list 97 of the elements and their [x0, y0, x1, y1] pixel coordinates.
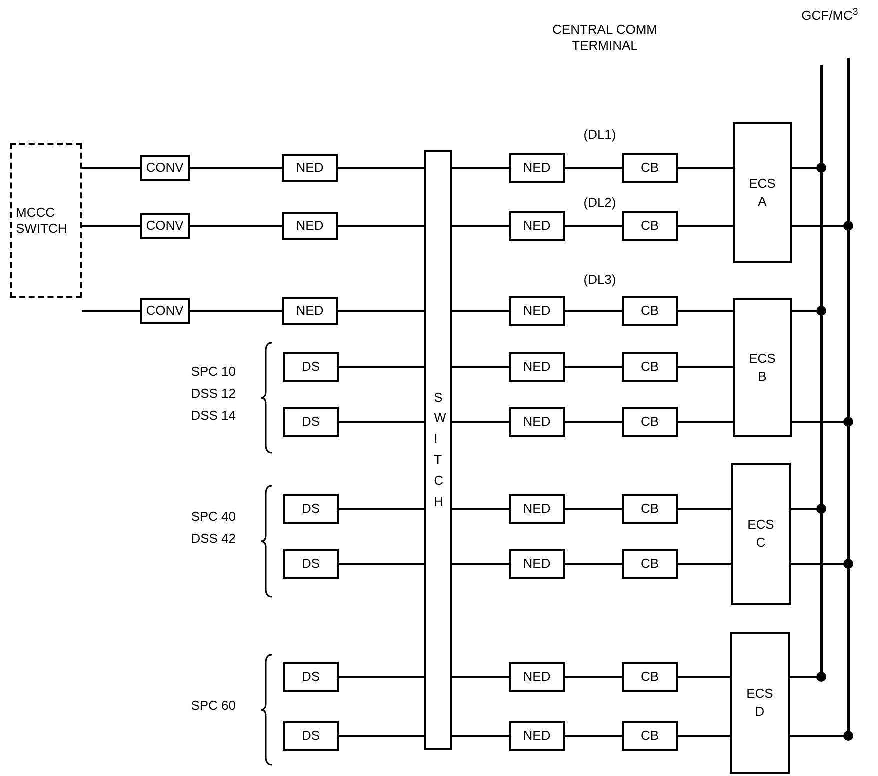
label-text: SPC 40 [190, 509, 236, 525]
unit-box: NED [509, 407, 565, 437]
unit-box: CB [622, 352, 678, 382]
connector-line [565, 167, 622, 169]
connector-line [82, 167, 140, 169]
connector-line [565, 310, 622, 312]
connector-line [82, 310, 140, 312]
connector-line [452, 563, 509, 565]
switch-box: MCCC SWITCH [10, 143, 82, 298]
ecs-box: ECS A [733, 122, 792, 263]
connector-line [452, 310, 509, 312]
label-text: DSS 12 [190, 386, 236, 402]
connector-line [452, 225, 509, 227]
connector-line [678, 735, 730, 737]
unit-box: NED [282, 154, 338, 182]
unit-box: DS [283, 407, 339, 437]
connector-line [790, 731, 854, 741]
label-text: DSS 14 [190, 408, 236, 424]
connector-line [452, 676, 509, 678]
connector-line [452, 366, 509, 368]
connector-line [452, 421, 509, 423]
unit-box: NED [509, 352, 565, 382]
unit-box: CB [622, 407, 678, 437]
unit-box: NED [509, 721, 565, 751]
connector-line [339, 366, 424, 368]
unit-box: CB [622, 494, 678, 524]
connector-line [338, 310, 424, 312]
label-text: DSS 42 [190, 531, 236, 547]
connector-line [678, 563, 731, 565]
unit-box: NED [509, 662, 565, 692]
connector-line [339, 676, 424, 678]
connector-line [678, 167, 733, 169]
connector-line [190, 310, 282, 312]
label-text: (DL2) [582, 195, 618, 211]
connector-line [792, 306, 826, 316]
label-text: CENTRAL COMM TERMINAL [552, 22, 658, 54]
unit-box: CB [622, 296, 678, 326]
connector-line [678, 421, 733, 423]
connector-line [565, 508, 622, 510]
unit-box: DS [283, 494, 339, 524]
label-text: SPC 60 [190, 698, 236, 714]
unit-box: CB [622, 549, 678, 579]
connector-line [339, 508, 424, 510]
connector-line [338, 225, 424, 227]
unit-box: DS [283, 549, 339, 579]
connector-line [792, 221, 854, 231]
unit-box: NED [509, 549, 565, 579]
connector-line [791, 504, 826, 514]
connector-line [791, 559, 854, 569]
switch-bar: SWITCH [424, 150, 452, 750]
connector-line [678, 310, 733, 312]
connector-line [339, 735, 424, 737]
connector-line [565, 225, 622, 227]
ecs-box: ECS C [731, 463, 791, 605]
connector-line [565, 366, 622, 368]
connector-line [565, 563, 622, 565]
ecs-box: ECS B [733, 298, 792, 437]
connector-line [792, 163, 826, 173]
connector-line [82, 225, 140, 227]
unit-box: CB [622, 662, 678, 692]
label-text: (DL1) [582, 127, 618, 143]
unit-box: NED [282, 212, 338, 240]
label-text: (DL3) [582, 272, 618, 288]
unit-box: DS [283, 721, 339, 751]
unit-box: CB [622, 721, 678, 751]
connector-line [190, 167, 282, 169]
label-text: GCF/MC$^{3}$ [800, 8, 860, 24]
unit-box: CONV [140, 298, 190, 324]
unit-box: NED [509, 211, 565, 241]
unit-box: DS [283, 662, 339, 692]
unit-box: NED [509, 494, 565, 524]
connector-line [678, 366, 733, 368]
connector-line [452, 735, 509, 737]
connector-line [678, 225, 733, 227]
connector-line [790, 672, 826, 682]
connector-line [565, 676, 622, 678]
connector-line [452, 167, 509, 169]
unit-box: NED [509, 153, 565, 183]
connector-line [339, 421, 424, 423]
unit-box: NED [509, 296, 565, 326]
unit-box: NED [282, 297, 338, 325]
unit-box: CB [622, 153, 678, 183]
label-text: SPC 10 [190, 364, 236, 380]
connector-line [565, 735, 622, 737]
unit-box: CONV [140, 213, 190, 239]
connector-line [678, 676, 730, 678]
connector-line [452, 508, 509, 510]
connector-line [792, 417, 854, 427]
connector-line [338, 167, 424, 169]
unit-box: CB [622, 211, 678, 241]
unit-box: DS [283, 352, 339, 382]
ecs-box: ECS D [730, 632, 790, 774]
connector-line [190, 225, 282, 227]
unit-box: CONV [140, 155, 190, 181]
connector-line [339, 563, 424, 565]
connector-line [678, 508, 731, 510]
connector-line [565, 421, 622, 423]
